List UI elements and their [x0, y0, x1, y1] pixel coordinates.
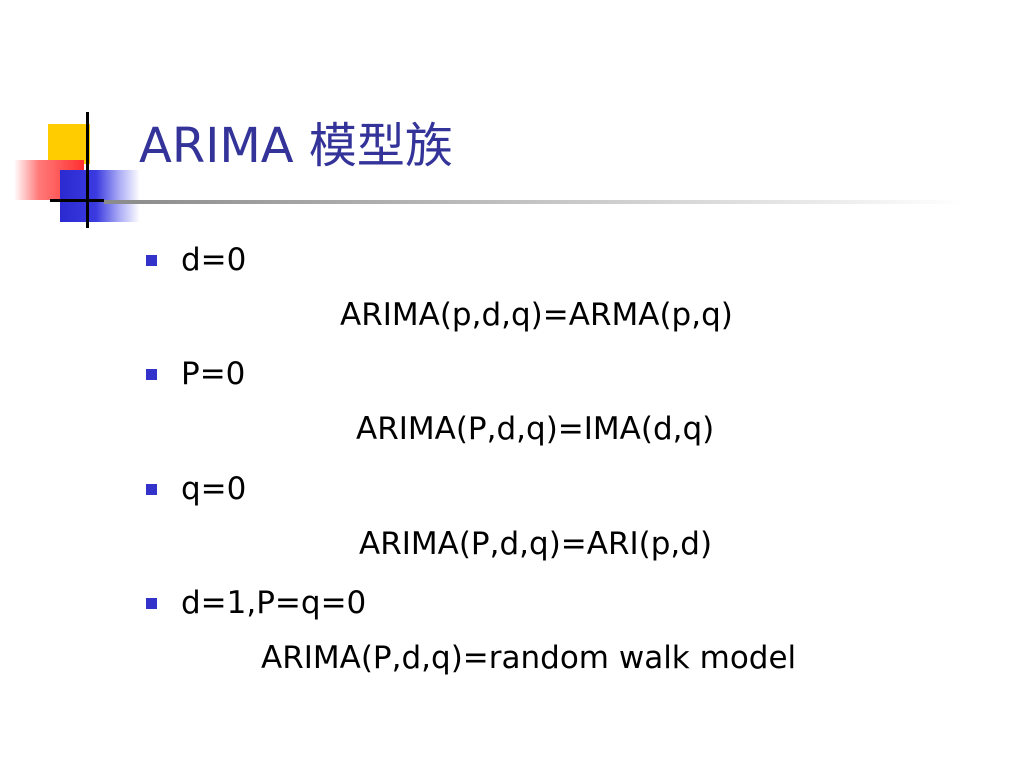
bullet-square-icon	[146, 368, 157, 380]
formula-line: ARIMA(P,d,q)=IMA(d,q)	[356, 411, 715, 447]
bullet-label: d=0	[181, 241, 247, 278]
logo-vertical-line	[86, 112, 89, 228]
bullet-item: P=0	[146, 354, 245, 394]
bullet-label: P=0	[181, 355, 246, 392]
bullet-item: q=0	[146, 469, 246, 509]
bullet-label: d=1,P=q=0	[181, 584, 367, 621]
bullet-item: d=1,P=q=0	[146, 583, 366, 623]
logo-yellow-square	[48, 124, 90, 164]
bullet-square-icon	[146, 597, 157, 609]
logo-blue-bar	[60, 170, 140, 222]
bullet-square-icon	[146, 254, 157, 266]
decorative-logo-blocks	[0, 0, 140, 240]
bullet-label: q=0	[181, 470, 247, 507]
formula-line: ARIMA(p,d,q)=ARMA(p,q)	[340, 297, 733, 333]
bullet-item: d=0	[146, 240, 246, 280]
slide-title: ARIMA 模型族	[139, 118, 453, 174]
formula-line: ARIMA(P,d,q)=random walk model	[261, 640, 797, 676]
formula-line: ARIMA(P,d,q)=ARI(p,d)	[359, 526, 713, 562]
bullet-square-icon	[146, 483, 157, 495]
title-underline	[104, 200, 964, 204]
logo-horizontal-line	[50, 199, 104, 202]
